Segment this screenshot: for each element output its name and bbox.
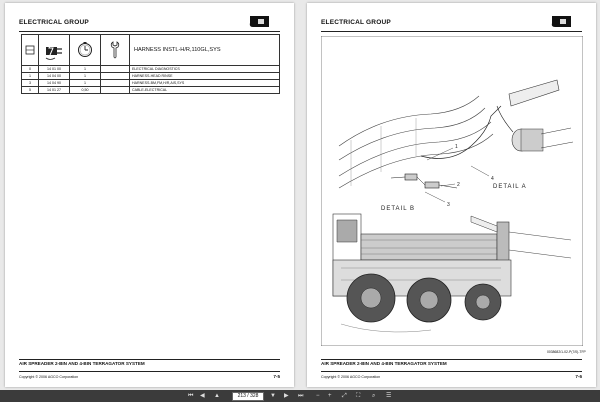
footer-system: AIR SPREADER 2-BIN AND 4-BIN TERRAGATOR …: [321, 361, 447, 366]
page-header: ELECTRICAL GROUP: [19, 16, 280, 32]
table-row: 1 14 04 00 1 HARNESS-HEAD RINSE: [21, 72, 280, 80]
figure-id: 0038682/1-02-P(7/0)-TFP: [547, 350, 586, 354]
front-wheel-hub: [360, 287, 382, 309]
boom-tube: [338, 107, 486, 161]
harness-wire: [420, 105, 502, 159]
fullscreen-icon[interactable]: ⛶: [356, 393, 361, 399]
boom-rail: [508, 231, 572, 259]
callout-3: 3: [447, 202, 450, 208]
table-row: 5 14 01 27 0,50 CABLE-ELECTRICAL: [21, 86, 280, 94]
boom-tube: [338, 133, 494, 189]
callout-1: 1: [455, 144, 458, 150]
section-title: ELECTRICAL GROUP: [321, 19, 391, 26]
table-title: HARNESS INSTL-H/R,110GL,SYS: [129, 34, 280, 66]
detail-b-wire: [390, 176, 458, 189]
ground-line: [340, 323, 432, 333]
last-page-icon[interactable]: ⏭: [298, 393, 304, 399]
section-title: ELECTRICAL GROUP: [19, 19, 89, 26]
clock-icon: [78, 42, 92, 57]
detail-b-connector: [424, 181, 440, 189]
boom-tube: [338, 121, 492, 177]
detail-a-housing: [520, 128, 544, 152]
boom-bracket: [350, 118, 417, 186]
parts-table: HARNESS INSTL-H/R,110GL,SYS 0 14 01 00 1…: [21, 34, 280, 94]
callout-leader: [440, 183, 456, 187]
page-number: 7-5: [273, 374, 280, 379]
viewer-toolbar: ⏮ ◀ ▲ 213 / 328 ▼ ▶ ⏭ − + ⤢ ⛶ ⌕ ☰: [0, 390, 600, 402]
callout-leader: [470, 165, 490, 177]
wrench-icon: [110, 41, 120, 59]
detail-b-connector: [404, 173, 418, 181]
page-number: 7-6: [575, 374, 582, 379]
copyright: Copyright © 2006 AGCO Corporation: [19, 375, 79, 379]
cab-window: [336, 219, 358, 243]
search-icon[interactable]: ⌕: [372, 393, 376, 399]
footer-rule: [19, 359, 280, 360]
table-row: 3 14 04 90 1 HARNESS-BM,FM,H/R,AIS,SYS: [21, 79, 280, 87]
table-row: 0 14 01 00 1 ELECTRICAL DIAGNOSTICS: [21, 65, 280, 73]
harness-installation-figure: DETAIL A DETAIL B 1 2 3 4: [321, 36, 583, 346]
ref-icon-cell: [21, 34, 39, 66]
footer-rule: [19, 371, 280, 372]
boom-tube: [338, 95, 480, 147]
left-page: ELECTRICAL GROUP: [5, 3, 294, 387]
first-page-icon[interactable]: ⏮: [188, 393, 194, 399]
wrench-icon-cell: [100, 34, 130, 66]
copyright: Copyright © 2006 AGCO Corporation: [321, 375, 381, 379]
zoom-in-icon[interactable]: +: [328, 393, 332, 399]
callout-2: 2: [457, 182, 460, 188]
detail-a-bracket: [508, 79, 560, 107]
detail-a-wire: [496, 105, 514, 133]
reference-grid-icon: [25, 45, 35, 55]
footer-rule: [321, 359, 582, 360]
menu-icon[interactable]: ☰: [386, 393, 392, 399]
fit-page-icon[interactable]: ⤢: [342, 393, 347, 399]
bin-ribs: [361, 239, 497, 255]
footer-rule: [321, 371, 582, 372]
middle-wheel-hub: [419, 290, 439, 310]
next-page-icon[interactable]: ▶: [284, 393, 289, 399]
detail-a-rod: [540, 127, 574, 149]
electrical-icon-cell: [38, 34, 70, 66]
rear-wheel-hub: [475, 294, 491, 310]
prev-page-icon[interactable]: ◀: [200, 393, 205, 399]
right-page: ELECTRICAL GROUP DETAIL A DETAIL B 1 2: [307, 3, 596, 387]
callout-4: 4: [491, 176, 494, 182]
agco-logo-icon: [551, 16, 571, 27]
callout-leader: [426, 147, 454, 161]
detail-b-label: DETAIL B: [381, 206, 415, 212]
page-header: ELECTRICAL GROUP: [321, 16, 582, 32]
spreader-bin: [360, 233, 498, 261]
clock-icon-cell: [69, 34, 101, 66]
zoom-out-icon[interactable]: −: [316, 393, 320, 399]
boom-arm: [470, 215, 498, 233]
page-down-icon[interactable]: ▼: [270, 393, 276, 399]
footer-system: AIR SPREADER 2-BIN AND 4-BIN TERRAGATOR …: [19, 361, 145, 366]
page-number-input[interactable]: 213 / 328: [232, 392, 264, 401]
electrical-plug-icon: [45, 40, 62, 60]
page-up-icon[interactable]: ▲: [214, 393, 220, 399]
callout-leader: [424, 191, 446, 203]
detail-a-label: DETAIL A: [493, 184, 527, 190]
agco-logo-icon: [249, 16, 269, 27]
